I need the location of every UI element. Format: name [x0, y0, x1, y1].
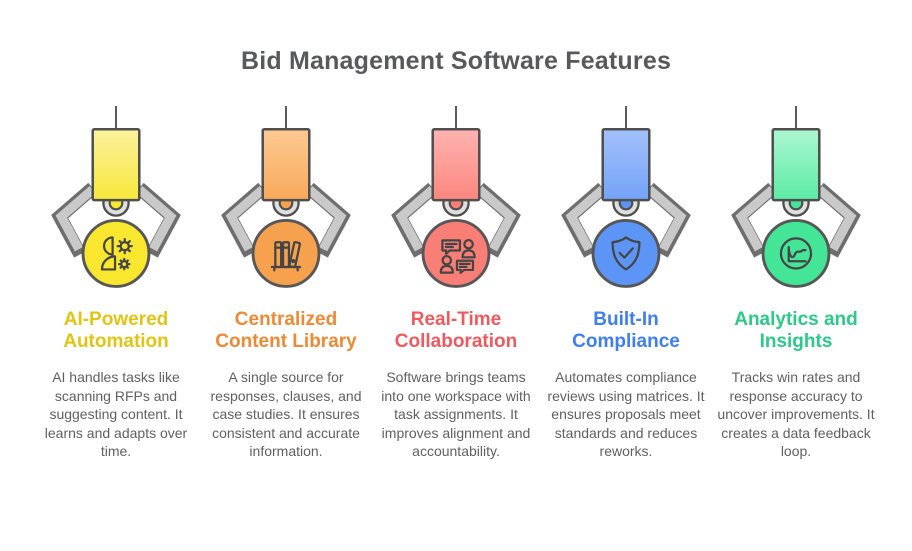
feature-title: AI-Powered Automation [63, 309, 169, 352]
feature-column-real-time-collaboration: Real-Time Collaboration Software brings … [371, 106, 541, 461]
claw-machine-graphic [371, 106, 541, 300]
feature-icon-badge [81, 219, 151, 288]
claw-svg [51, 106, 181, 288]
claw-block [261, 128, 311, 202]
feature-title: Built-In Compliance [572, 309, 680, 352]
feature-title: Centralized Content Library [215, 309, 357, 352]
claw-arms [51, 182, 181, 258]
claw-svg [221, 106, 351, 288]
feature-icon-badge [591, 219, 661, 288]
feature-icon-badge [421, 219, 491, 288]
chat-people-icon [439, 238, 476, 274]
claw-svg [391, 106, 521, 288]
page-title: Bid Management Software Features [240, 47, 672, 75]
feature-column-ai-powered-automation: AI-Powered Automation AI handles tasks l… [31, 106, 201, 461]
claw-machine-graphic [201, 106, 371, 300]
claw-machine-graphic [541, 106, 711, 300]
feature-description: Software brings teams into one workspace… [381, 369, 531, 459]
claw-svg [731, 106, 861, 288]
feature-description: AI handles tasks like scanning RFPs and … [44, 369, 188, 459]
feature-column-centralized-content-library: Centralized Content Library A single sou… [201, 106, 371, 461]
feature-icon-badge [251, 219, 321, 288]
infographic-canvas: Bid Management Software Features [0, 46, 912, 461]
line-chart-icon [779, 237, 813, 270]
claw-block [771, 128, 821, 202]
person-gears-icon [100, 236, 133, 271]
shield-check-icon [611, 236, 641, 271]
claw-machine-graphic [711, 106, 881, 300]
claw-block [91, 128, 141, 202]
feature-column-built-in-compliance: Built-In Compliance Automates compliance… [541, 106, 711, 461]
claw-arms [221, 182, 351, 258]
claw-arms [731, 182, 861, 258]
claw-arms [561, 182, 691, 258]
feature-title: Real-Time Collaboration [394, 309, 518, 352]
claw-machine-graphic [31, 106, 201, 300]
feature-title: Analytics and Insights [734, 309, 858, 352]
claw-svg [561, 106, 691, 288]
feature-description: Tracks win rates and response accuracy t… [717, 369, 875, 459]
book-shelf-icon [270, 241, 302, 272]
feature-description: Automates compliance reviews using matri… [547, 369, 705, 459]
features-row: AI-Powered Automation AI handles tasks l… [0, 106, 912, 461]
feature-description: A single source for responses, clauses, … [210, 369, 362, 459]
feature-column-analytics-and-insights: Analytics and Insights Tracks win rates … [711, 106, 881, 461]
claw-arms [391, 182, 521, 258]
claw-block [601, 128, 651, 202]
claw-block [431, 128, 481, 202]
